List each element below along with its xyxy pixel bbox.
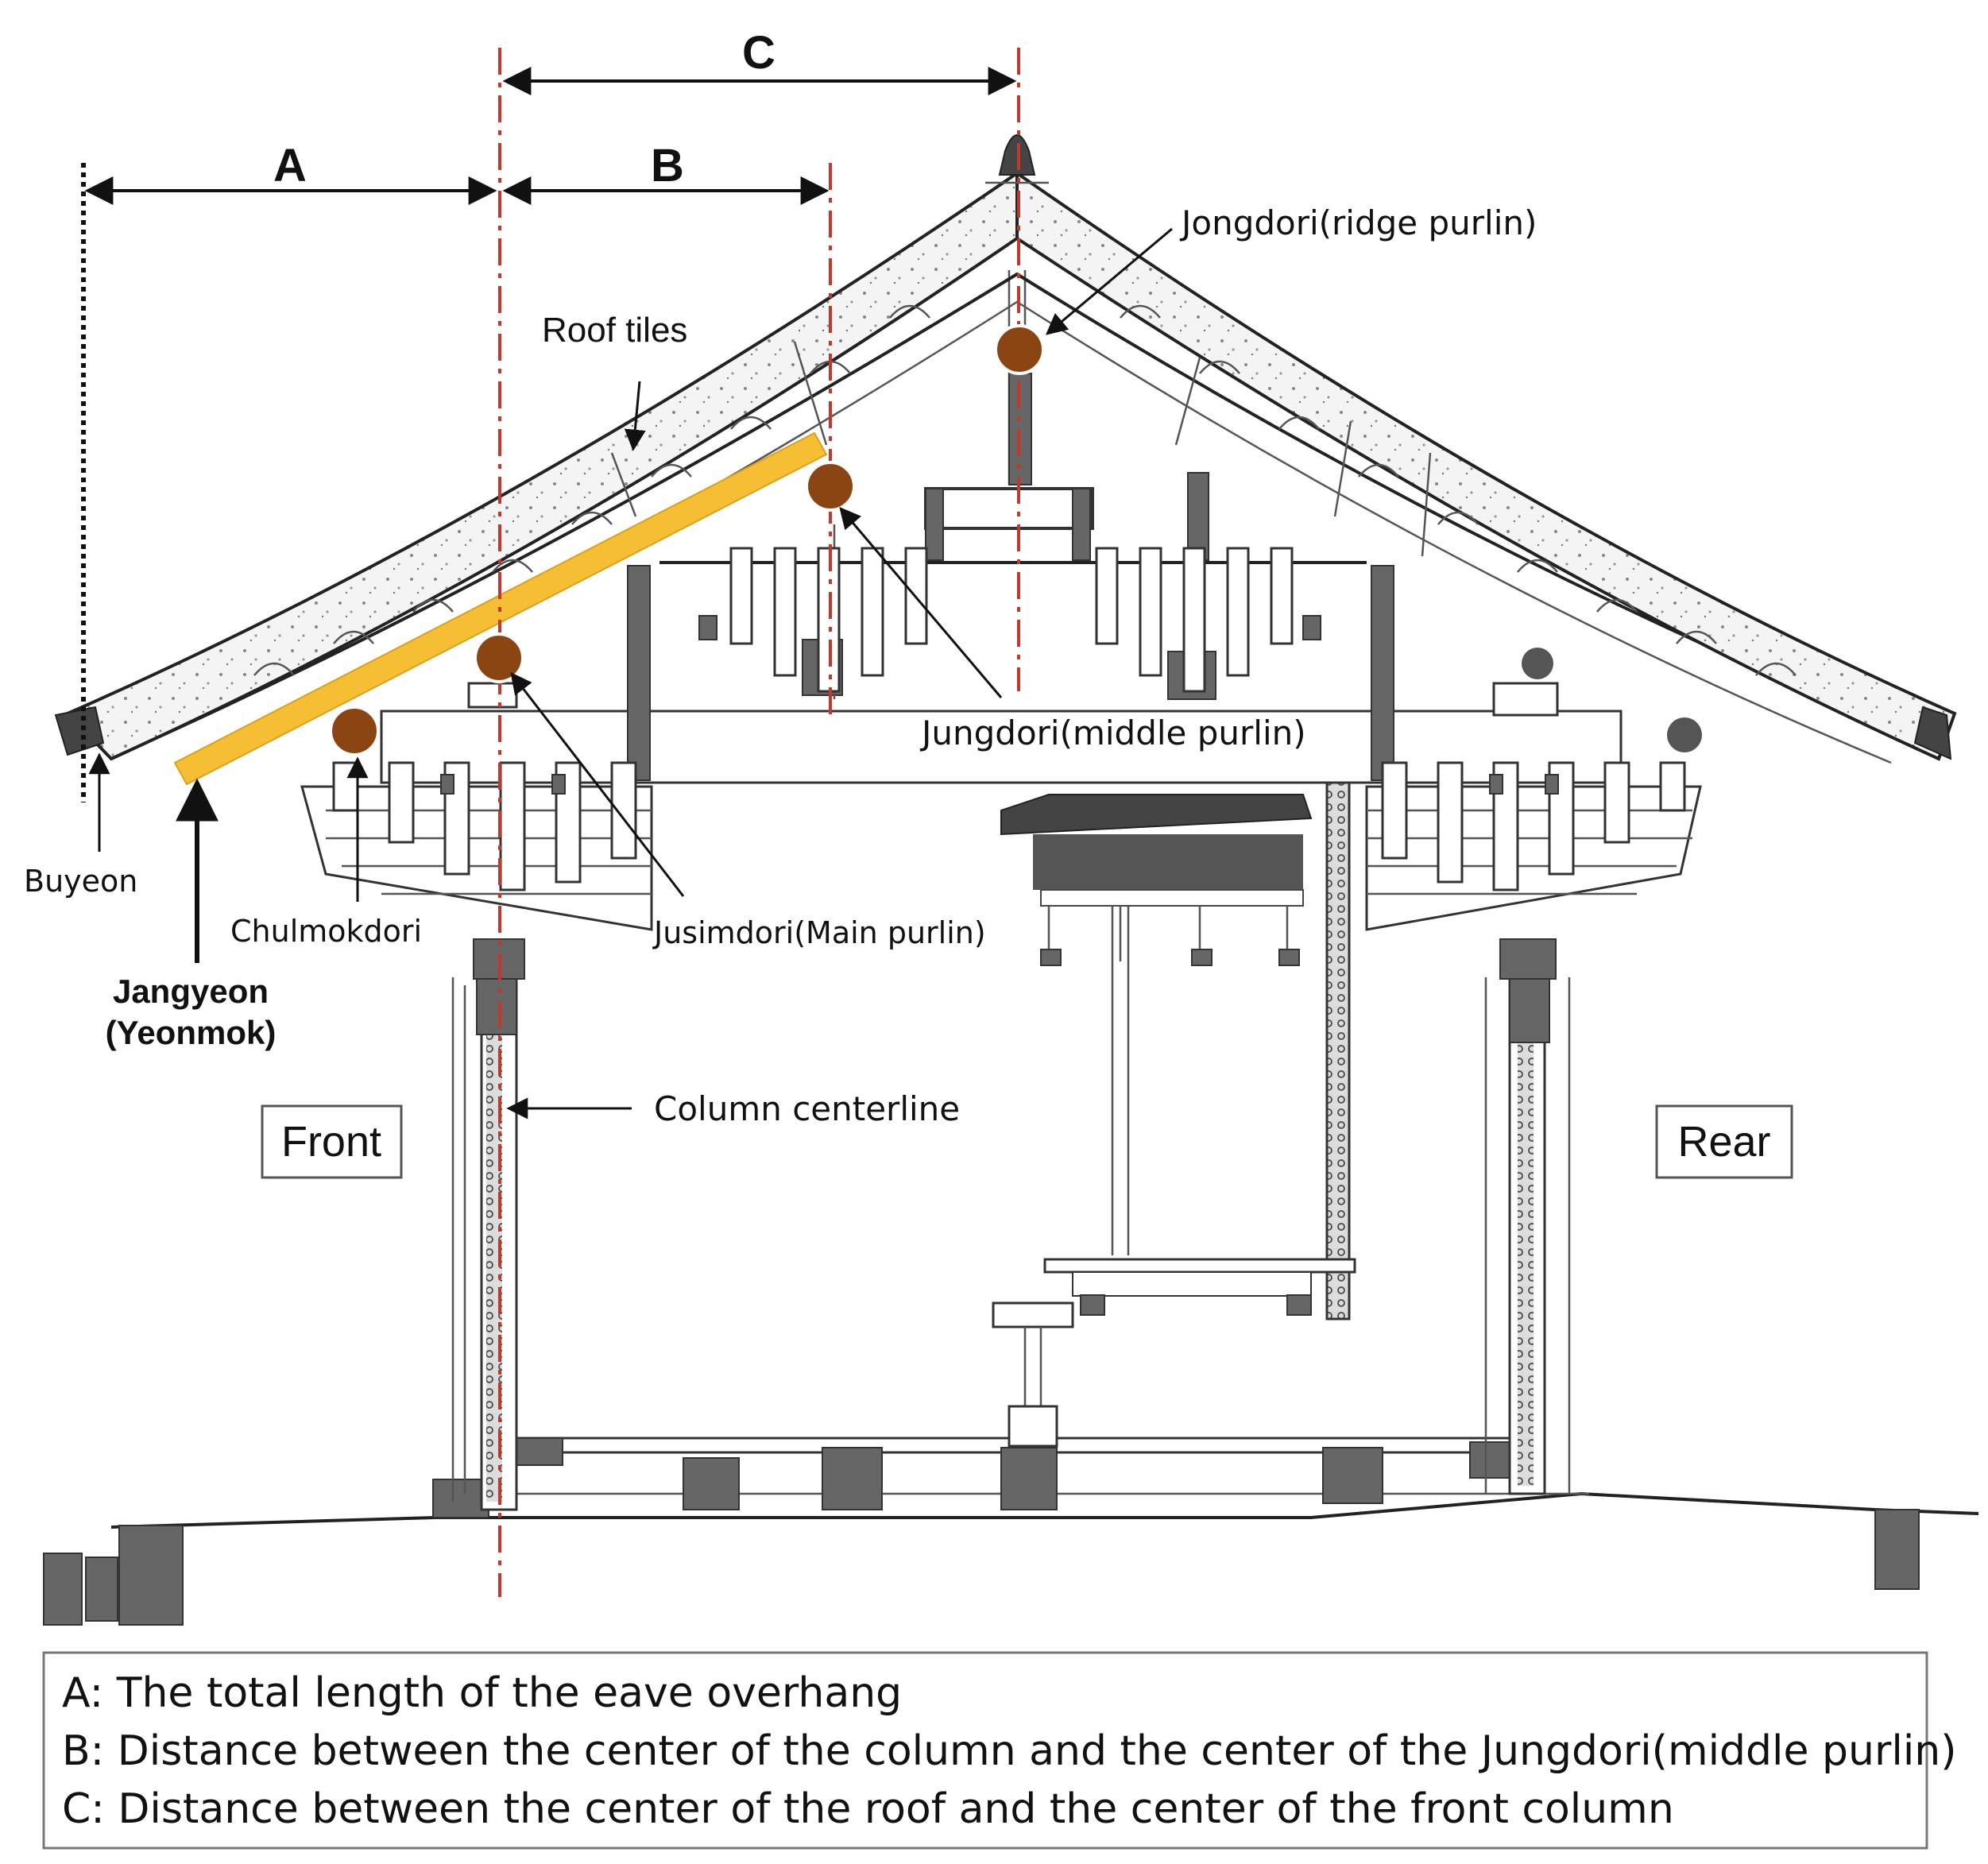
front-label-box bbox=[261, 1104, 403, 1179]
column-centerline-label: Column centerline bbox=[654, 1089, 960, 1128]
dimension-lines bbox=[84, 67, 1017, 205]
rear-label: Rear bbox=[1677, 1118, 1770, 1166]
legend-item-b: B: Distance between the center of the co… bbox=[62, 1727, 1957, 1775]
dimension-c-label: C bbox=[742, 27, 775, 79]
roof-tiles-leader bbox=[624, 381, 646, 451]
jongdori-leader bbox=[1045, 227, 1173, 335]
buyeon-label: Buyeon bbox=[24, 864, 137, 899]
interior-canopy bbox=[1000, 794, 1313, 966]
jusimdori-leader bbox=[510, 671, 685, 897]
rear-bracket-set bbox=[1365, 648, 1702, 931]
jungdori-leader bbox=[839, 506, 1003, 698]
jongdori-marker bbox=[994, 324, 1045, 375]
chulmokdori-marker bbox=[329, 706, 380, 756]
dimension-a-label: A bbox=[273, 140, 307, 191]
jangyeon-label: Jangyeon bbox=[113, 973, 269, 1010]
leader-arrows bbox=[88, 227, 1173, 1120]
roof-tiles-label: Roof tiles bbox=[542, 311, 687, 350]
purlin-markers bbox=[329, 324, 1045, 756]
chulmokdori-label: Chulmokdori bbox=[230, 914, 422, 949]
legend: A: The total length of the eave overhang… bbox=[42, 1651, 1957, 1850]
jungdori-marker bbox=[805, 461, 856, 512]
jusimdori-label: Jusimdori(Main purlin) bbox=[652, 915, 986, 950]
jusimdori-marker bbox=[474, 632, 524, 683]
legend-item-c: C: Distance between the center of the ro… bbox=[62, 1785, 1674, 1833]
jungdori-label: Jungdori(middle purlin) bbox=[919, 714, 1306, 752]
upper-bracket-sets bbox=[698, 547, 1321, 693]
dimension-b-label: B bbox=[651, 140, 684, 191]
front-label: Front bbox=[281, 1118, 381, 1166]
jongdori-label: Jongdori(ridge purlin) bbox=[1179, 203, 1537, 242]
legend-box bbox=[42, 1651, 1928, 1850]
yeonmok-label: (Yeonmok) bbox=[106, 1014, 277, 1051]
legend-item-a: A: The total length of the eave overhang bbox=[62, 1669, 902, 1717]
rear-label-box bbox=[1655, 1104, 1793, 1179]
front-bracket-set bbox=[300, 682, 653, 931]
